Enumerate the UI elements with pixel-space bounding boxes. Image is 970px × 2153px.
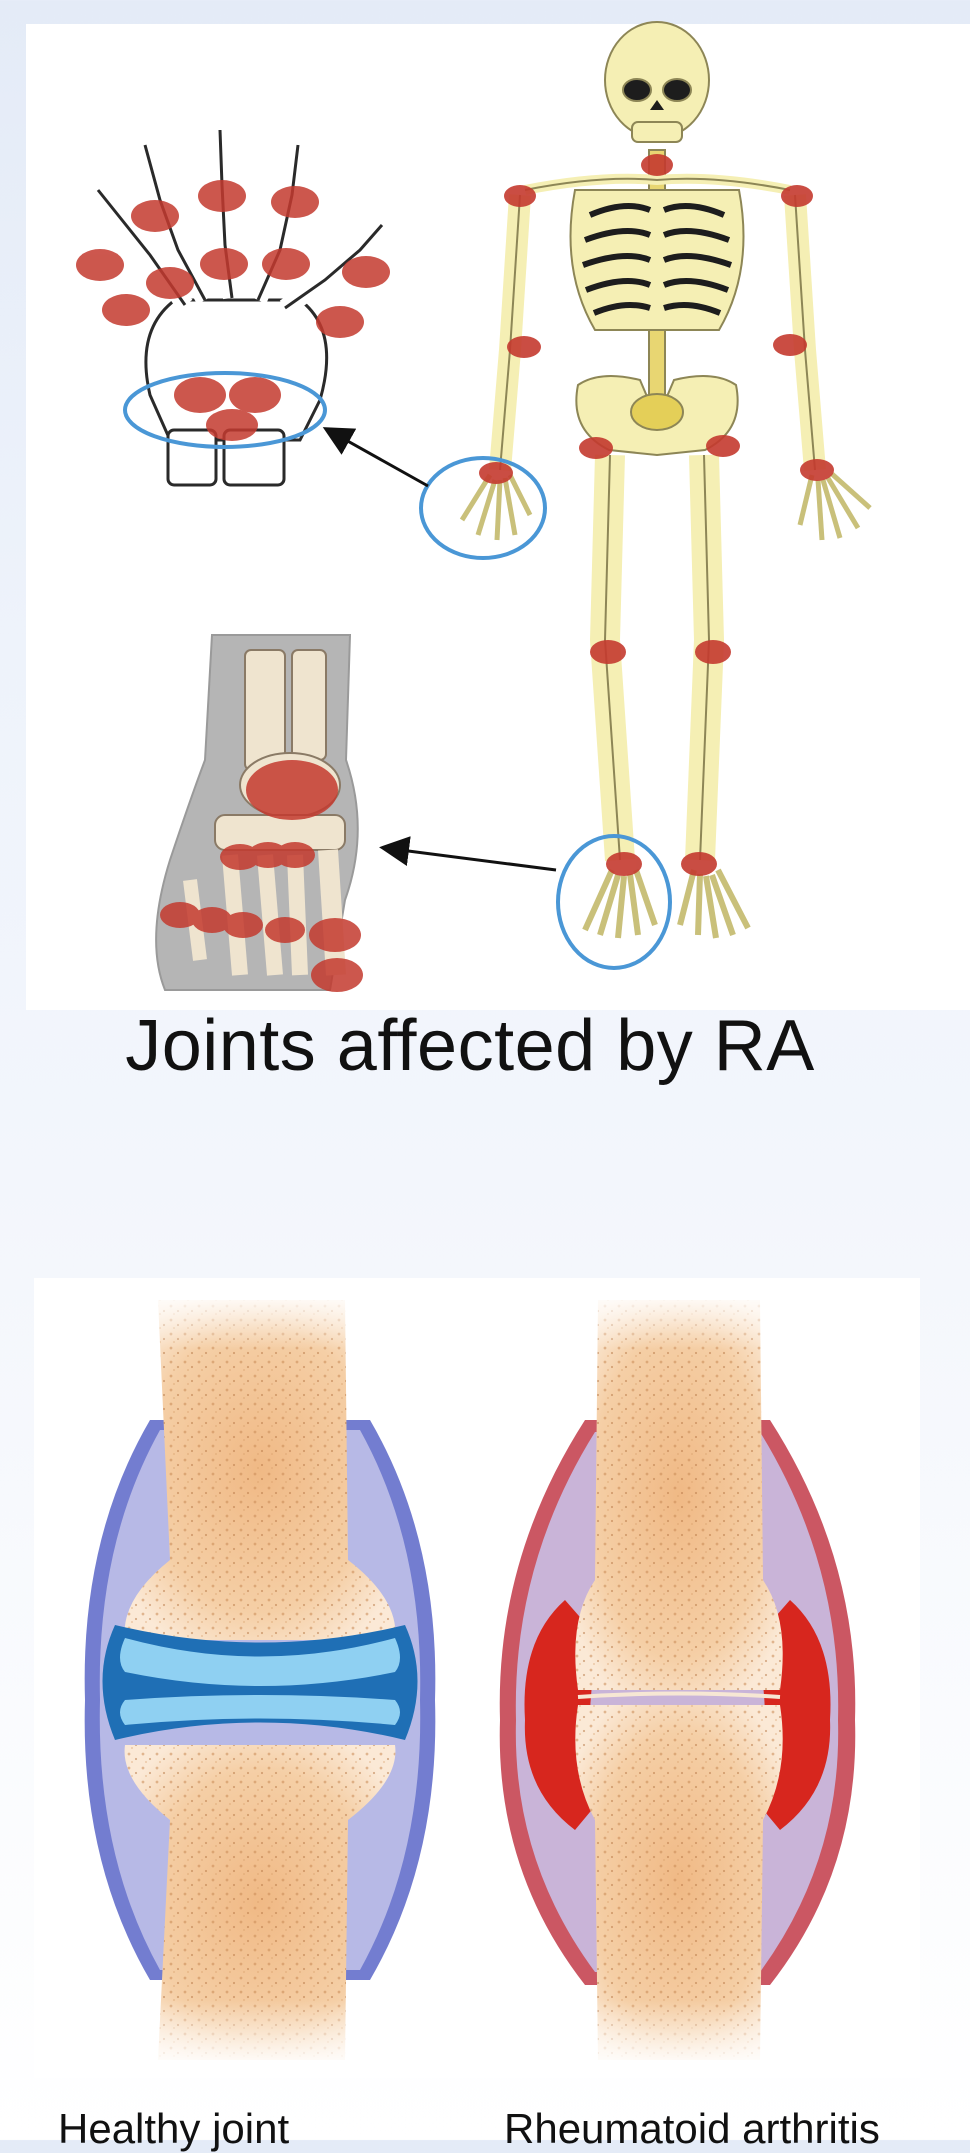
healthy-joint-illustration — [85, 1290, 436, 2070]
hand-arrow — [328, 430, 428, 486]
healthy-joint-label: Healthy joint — [58, 2105, 289, 2153]
foot-arrow — [385, 848, 556, 870]
ra-joint-label: Rheumatoid arthritis — [504, 2105, 880, 2153]
ra-joint-illustration — [500, 1290, 856, 2070]
figure-caption: Joints affected by RA — [0, 1005, 940, 1087]
